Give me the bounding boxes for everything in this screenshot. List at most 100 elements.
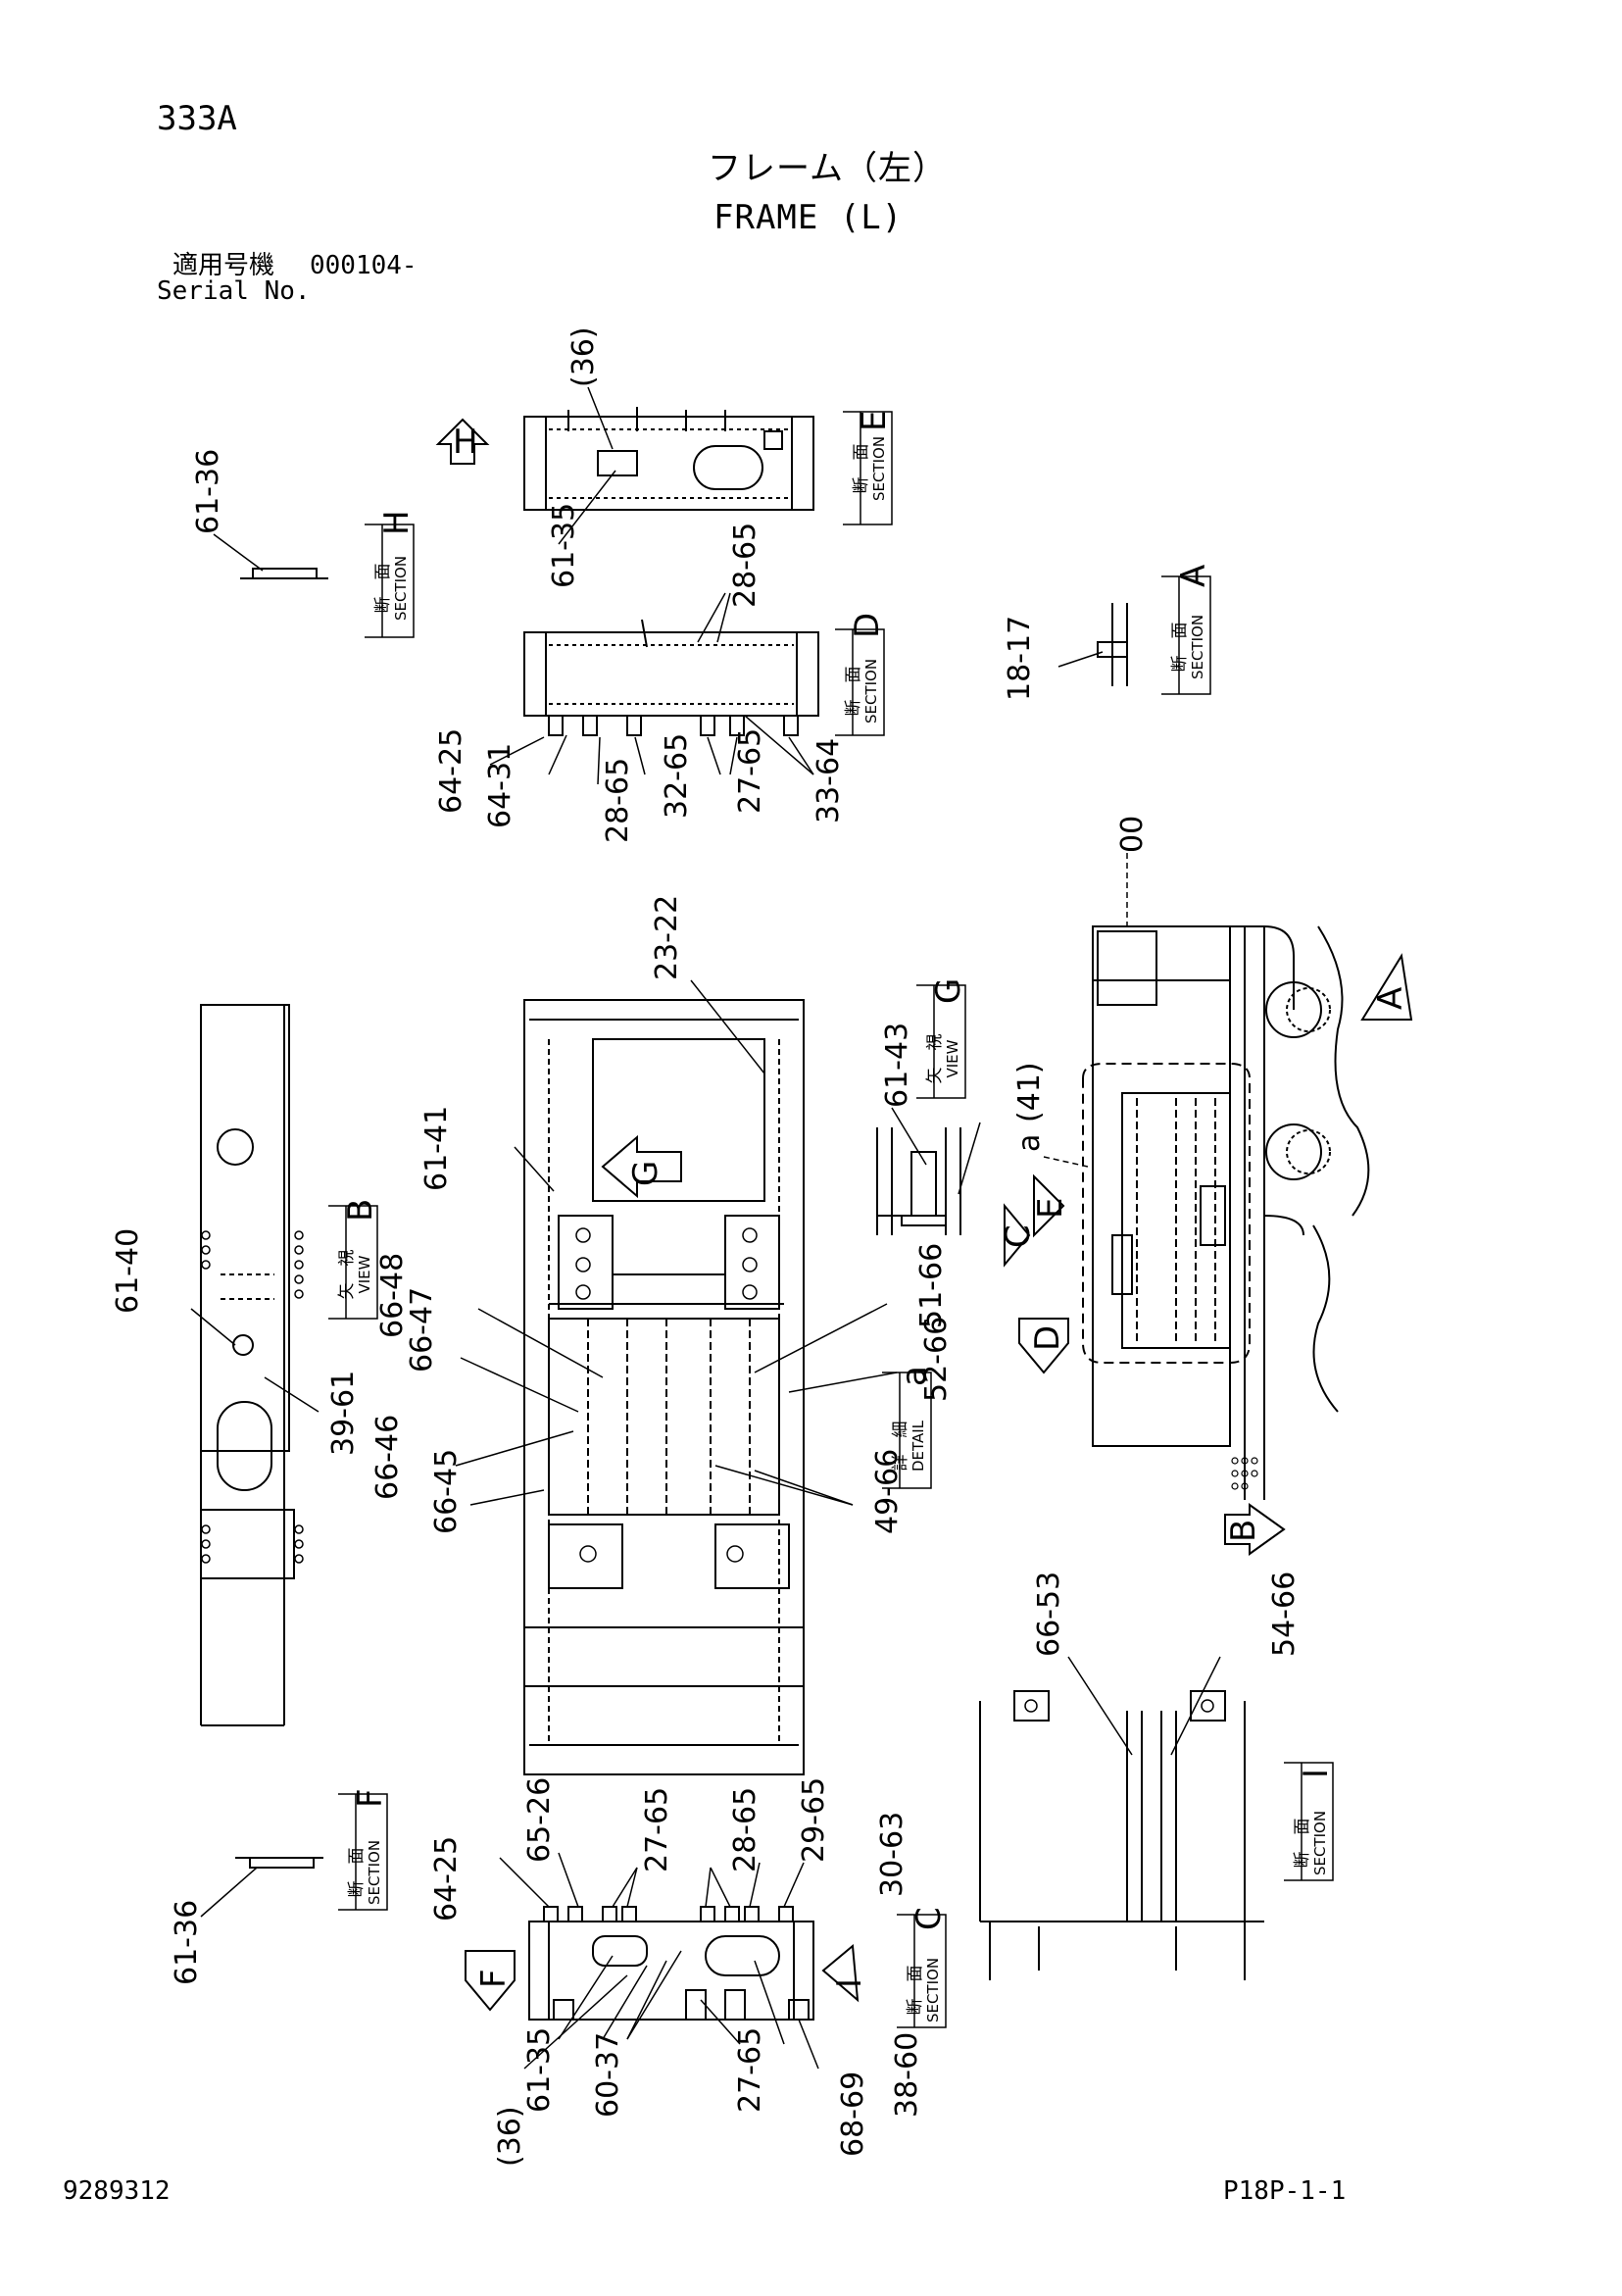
section-f-drawing <box>235 1857 323 1869</box>
callout-label: 28-65 <box>728 1787 762 1872</box>
callout-label: 61-35 <box>522 2027 557 2113</box>
svg-text:断 面: 断 面 <box>1293 1819 1312 1869</box>
svg-text:G: G <box>626 1161 665 1186</box>
leader-line <box>558 470 616 545</box>
section-d-leaders <box>489 592 814 785</box>
callout-label: 00 <box>1115 816 1150 853</box>
section-e-drawing <box>523 407 814 511</box>
view-arrow-f: F <box>465 1950 516 2012</box>
section-tag-c: SECTION 断 面 C <box>897 1907 949 2028</box>
serial-value: 000104- <box>310 251 418 280</box>
callout-label: 61-36 <box>191 449 225 534</box>
section-tag-a: SECTION 断 面 A <box>1161 565 1213 695</box>
callout-label: (36) <box>493 2106 527 2167</box>
svg-text:A: A <box>1371 987 1410 1010</box>
view-arrow-i: I <box>821 1944 869 2003</box>
section-tag-d: SECTION 断 面 D <box>835 613 887 736</box>
serial-label-japanese: 適用号機 <box>172 251 275 280</box>
callout-label: 61-36 <box>170 1900 204 1985</box>
page-reference: P18P-1-1 <box>1223 2176 1347 2206</box>
svg-text:SECTION: SECTION <box>862 659 880 724</box>
main-frame-leaders <box>455 979 898 1506</box>
view-arrow-g: G <box>601 1134 682 1199</box>
svg-text:H: H <box>377 510 417 535</box>
svg-text:B: B <box>341 1199 380 1222</box>
section-c-drawing <box>528 1906 814 2021</box>
view-b-leaders <box>190 1308 319 1413</box>
svg-text:a: a <box>895 1366 934 1386</box>
view-b-drawing <box>200 1004 304 1726</box>
callout-label: 66-48 <box>375 1253 410 1338</box>
leader-line <box>200 1867 258 1918</box>
callout-label: 51-66 <box>914 1243 949 1328</box>
callout-label: 66-45 <box>429 1449 464 1534</box>
svg-text:D: D <box>1028 1325 1067 1351</box>
svg-text:SECTION: SECTION <box>366 1840 383 1905</box>
view-arrow-h: H <box>435 418 490 465</box>
svg-text:断 面: 断 面 <box>373 564 393 614</box>
svg-text:断 面: 断 面 <box>1170 623 1190 673</box>
section-tag-f: SECTION 断 面 F <box>338 1788 390 1911</box>
drawing-number: 9289312 <box>63 2176 171 2206</box>
callout-label: 28-65 <box>728 523 762 608</box>
drawing-code: 333A <box>157 99 237 138</box>
view-arrow-e: E <box>1031 1173 1070 1238</box>
title-english: FRAME (L) <box>713 198 904 237</box>
svg-text:VIEW: VIEW <box>356 1255 373 1293</box>
detail-tag-a: DETAIL 詳 細 a <box>882 1366 934 1489</box>
callout-label: 61-43 <box>880 1023 914 1108</box>
section-tag-e: SECTION 断 面 E <box>843 411 894 525</box>
svg-text:SECTION: SECTION <box>392 556 410 621</box>
svg-text:SECTION: SECTION <box>924 1958 942 2022</box>
callout-label: 49-66 <box>870 1449 905 1534</box>
view-arrow-d: D <box>1018 1318 1069 1374</box>
section-c-leaders <box>499 1852 819 2070</box>
svg-text:H: H <box>453 423 478 462</box>
svg-text:SECTION: SECTION <box>870 436 888 501</box>
section-d-drawing <box>523 619 819 736</box>
callout-label: 27-65 <box>733 2027 767 2113</box>
callout-label: 32-65 <box>660 733 694 819</box>
svg-text:断 面: 断 面 <box>852 444 871 494</box>
svg-text:G: G <box>929 978 968 1004</box>
leader-line <box>1043 1156 1089 1168</box>
callout-label: 52-66 <box>919 1317 954 1402</box>
svg-text:C: C <box>999 1224 1038 1248</box>
leader-line <box>213 533 264 572</box>
callout-label: a <box>1012 1134 1047 1152</box>
section-i-drawing <box>979 1690 1264 1980</box>
svg-text:E: E <box>1031 1198 1070 1219</box>
view-tag-g: VIEW 矢 視 G <box>916 978 968 1099</box>
section-i-leaders <box>1067 1656 1221 1756</box>
callout-label: (41) <box>1012 1062 1047 1123</box>
callout-label: 61-40 <box>111 1228 145 1314</box>
svg-text:断 面: 断 面 <box>347 1848 367 1898</box>
callout-label: 27-65 <box>733 728 767 814</box>
callout-label: 61-41 <box>419 1106 454 1191</box>
view-g-drawing <box>876 1127 961 1235</box>
svg-text:矢 視: 矢 視 <box>337 1250 357 1300</box>
serial-label-english: Serial No. <box>157 276 311 306</box>
view-arrow-c: C <box>999 1203 1038 1268</box>
view-tag-b: VIEW 矢 視 B <box>328 1199 380 1320</box>
view-g-leaders <box>891 1107 981 1195</box>
callout-label: 64-25 <box>429 1836 464 1922</box>
callout-label: 38-60 <box>890 2032 924 2118</box>
callout-label: (36) <box>566 326 601 387</box>
callout-label: 39-61 <box>326 1371 361 1456</box>
callout-label: 28-65 <box>601 758 635 843</box>
right-assembly-drawing <box>1082 925 1370 1500</box>
svg-text:I: I <box>1297 1769 1336 1778</box>
svg-text:B: B <box>1224 1520 1263 1542</box>
view-arrow-a: A <box>1360 953 1413 1021</box>
svg-text:VIEW: VIEW <box>944 1039 961 1077</box>
callout-label: 64-31 <box>483 743 517 828</box>
callout-label: 29-65 <box>797 1777 831 1863</box>
section-tag-i: SECTION 断 面 I <box>1284 1762 1336 1881</box>
section-tag-h: SECTION 断 面 H <box>365 510 417 638</box>
callout-label: 30-63 <box>875 1812 909 1897</box>
callout-label: 60-37 <box>591 2032 625 2118</box>
svg-text:F: F <box>351 1788 390 1808</box>
section-a-drawing <box>1057 603 1128 686</box>
